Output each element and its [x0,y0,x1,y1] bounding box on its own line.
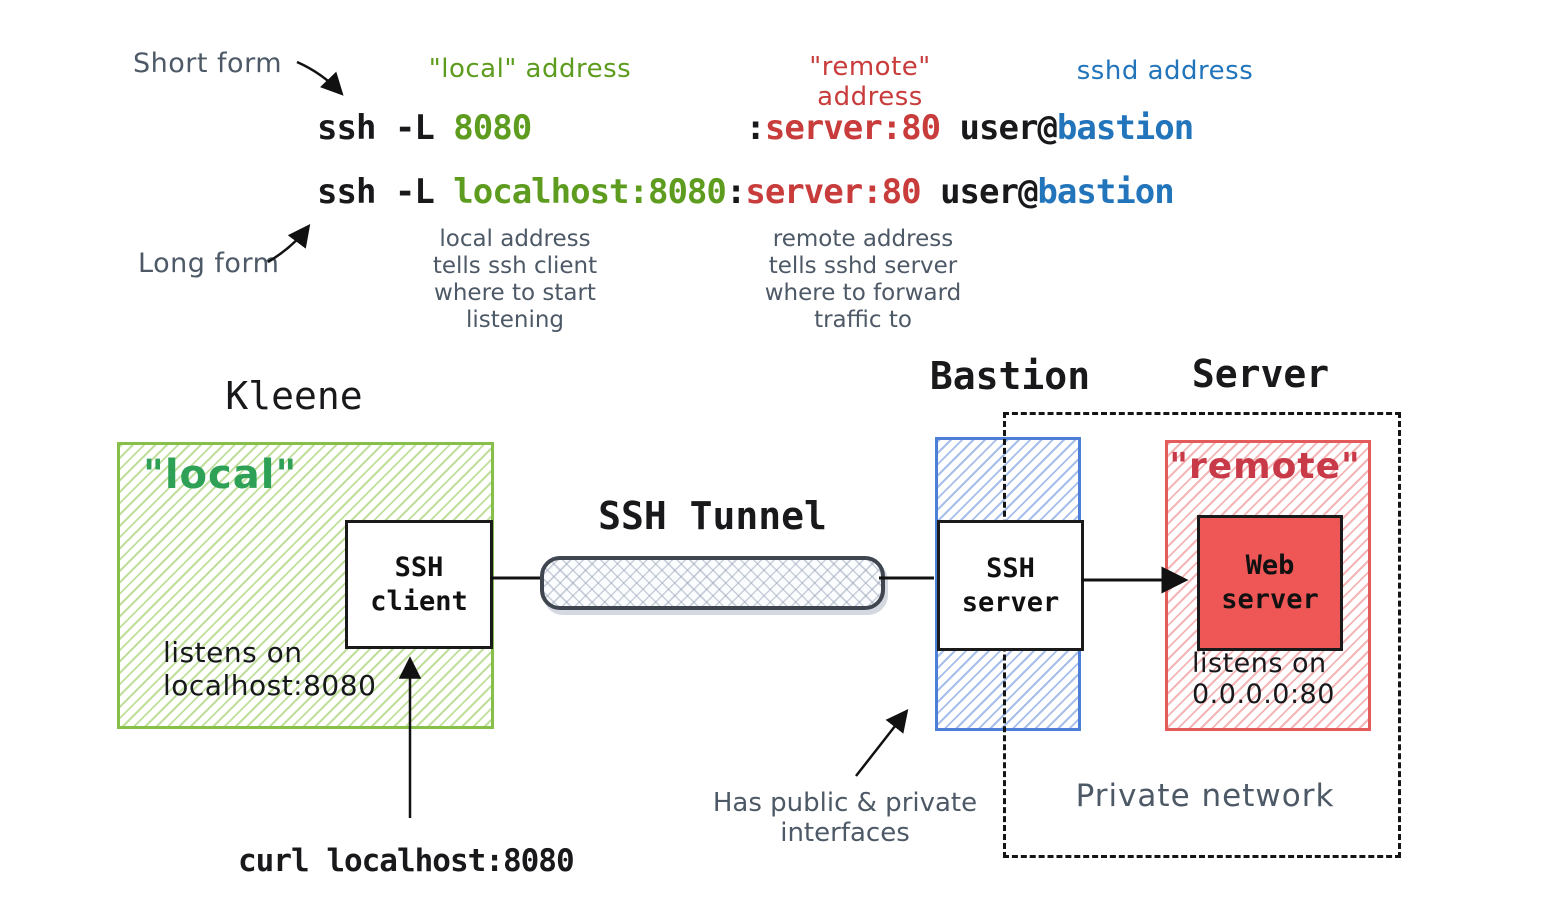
cmd-short-gap [531,108,745,148]
ssh-client-line1: SSH [394,551,444,583]
ssh-server-node: SSH server [937,520,1084,651]
private-network-label: Private network [1075,778,1335,814]
cmd-short-prefix: ssh -L [317,108,454,148]
remote-note-line2: tells sshd server [768,253,958,279]
cmd-short-remote: server:80 [764,108,941,148]
remote-address-label: "remote" address [809,52,931,112]
client-listen-line2: localhost:8080 [163,669,377,702]
cmd-long-user: user@ [920,172,1038,212]
interfaces-note: Has public & private interfaces [710,788,980,848]
client-listen-note: listens on localhost:8080 [163,636,376,702]
cmd-long-host: bastion [1037,172,1174,212]
long-form-label: Long form [138,248,280,279]
local-note-line2: tells ssh client [432,253,598,279]
local-zone-label: "local" [143,452,298,498]
remote-address-note: remote address tells sshd server where t… [748,226,978,334]
short-form-arrow [296,60,344,96]
short-form-label: Short form [133,48,282,79]
bastion-host-title: Bastion [929,354,1091,398]
kleene-host-title: Kleene [225,374,363,418]
local-address-note: local address tells ssh client where to … [400,226,630,334]
ssh-server-line2: server [961,586,1060,618]
cmd-long-remote: server:80 [745,172,921,212]
cmd-short-colon: : [745,108,766,148]
remote-zone-label: "remote" [1169,446,1361,487]
web-listen-line2: 0.0.0.0:80 [1192,679,1335,710]
cmd-long-local: localhost:8080 [453,172,727,212]
cmd-long-colon: : [725,172,747,212]
interfaces-to-bastion-arrow [855,709,909,777]
cmd-short-user: user@ [940,108,1058,148]
web-server-line2: server [1221,584,1319,615]
ssh-client-node: SSH client [345,520,493,649]
web-listen-note: listens on 0.0.0.0:80 [1192,648,1335,710]
local-address-label: "local" address [428,54,632,84]
web-listen-line1: listens on [1192,648,1327,679]
ssh-tunnel-pipe [540,556,885,610]
interfaces-note-line2: interfaces [780,818,910,848]
web-server-line1: Web [1245,550,1295,581]
client-listen-line1: listens on [163,636,303,669]
cmd-short-local: 8080 [453,108,532,148]
local-note-line4: listening [465,307,565,333]
local-note-line3: where to start [434,280,596,306]
cmd-short-host: bastion [1056,108,1194,148]
ssh-command-long: ssh -L localhost:8080:server:80 user@bas… [317,172,1175,212]
remote-note-line1: remote address [772,226,954,252]
local-note-line1: local address [439,226,591,252]
interfaces-note-line1: Has public & private [712,788,978,818]
cmd-long-prefix: ssh -L [317,172,454,212]
web-server-node: Web server [1197,515,1343,651]
server-host-title: Server [1191,352,1330,396]
remote-note-line3: where to forward [764,280,962,306]
sshd-address-label: sshd address [1076,56,1254,86]
ssh-client-line2: client [370,585,468,617]
remote-note-line4: traffic to [814,307,912,333]
ssh-tunnel-title: SSH Tunnel [598,494,827,538]
ssh-command-short: ssh -L 8080 :server:80 user@bastion [317,108,1194,148]
ssh-server-line1: SSH [986,552,1035,584]
curl-command: curl localhost:8080 [238,843,575,879]
